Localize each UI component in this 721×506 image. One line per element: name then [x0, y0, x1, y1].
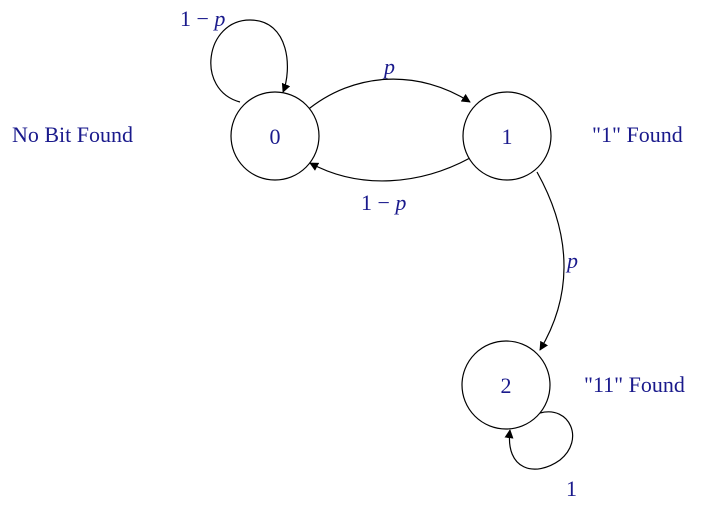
edge-1-to-0: [309, 157, 471, 182]
edge-2-to-2-label: 1: [566, 476, 577, 501]
state-0-node: 0: [230, 91, 320, 181]
state-0-description: No Bit Found: [12, 122, 133, 147]
edge-0-to-1-label-var: p: [382, 54, 395, 79]
edge-0-to-1: [304, 78, 471, 113]
state-2-node: 2: [461, 340, 551, 430]
edge-0-to-0-label: 1 − p: [180, 6, 225, 31]
state-0-label: 0: [270, 124, 281, 149]
edge-2-to-2-label-prefix: 1: [566, 476, 577, 501]
state-1-description: "1" Found: [592, 122, 683, 147]
edge-0-to-0-label-prefix: 1 −: [180, 6, 214, 31]
state-1-circle: [462, 91, 552, 181]
state-2-label: 2: [501, 373, 512, 398]
state-2-circle: [461, 340, 551, 430]
edge-2-to-2: [504, 411, 574, 470]
state-1-node: 1: [462, 91, 552, 181]
state-0-circle: [230, 91, 320, 181]
edge-0-to-0-label-var: p: [212, 6, 225, 31]
edge-1-to-0-label-prefix: 1 −: [361, 190, 395, 215]
state-1-label: 1: [502, 124, 513, 149]
edge-0-to-1-label: p: [382, 54, 395, 79]
state-2-description: "11" Found: [584, 372, 685, 397]
edge-1-to-0-label-var: p: [393, 190, 406, 215]
edge-1-to-2: [536, 171, 565, 351]
edge-0-to-0: [210, 19, 291, 103]
edge-1-to-0-label: 1 − p: [361, 190, 406, 215]
edge-1-to-2-label: p: [565, 248, 578, 273]
edge-1-to-2-label-var: p: [565, 248, 578, 273]
